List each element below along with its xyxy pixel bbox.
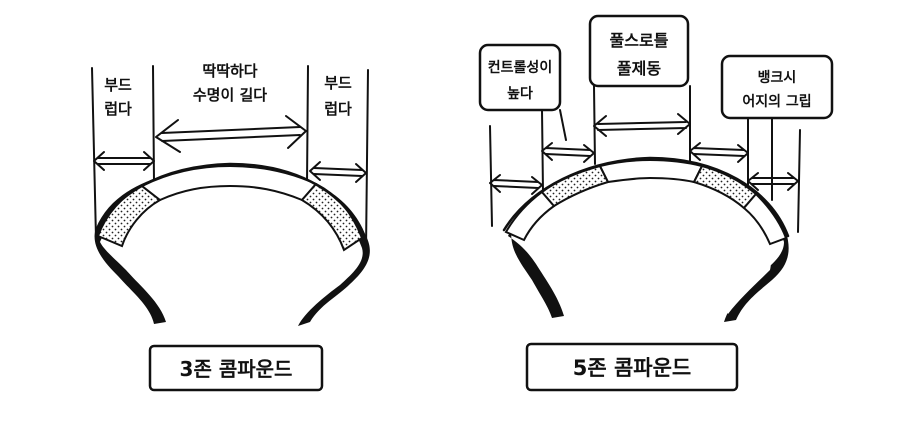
- three-zone-diagram: 부드 럽다 딱딱하다 수명이 길다 부드 럽다 3존 콤파운드: [91, 62, 370, 392]
- callout-box-control: [478, 43, 562, 112]
- five-zone-diagram: 컨트롤성이 높다 풀스로틀 풀제동 뱅크시 어지의 그립: [478, 14, 834, 392]
- label-hard-1: 딱딱하다: [202, 62, 257, 80]
- caption-box-left: [148, 344, 324, 392]
- label-soft-right-1: 부드: [324, 74, 352, 92]
- zone-guide-lines-right: [489, 85, 801, 233]
- zone-center: [598, 158, 704, 184]
- callout-full-2: 풀제동: [617, 59, 661, 78]
- label-soft-right-2: 럽다: [324, 100, 352, 118]
- callout-bank-1: 뱅크시: [758, 70, 797, 86]
- caption-five-zone: 5존 콤파운드: [573, 356, 692, 380]
- zone-guide-lines: [91, 65, 369, 251]
- zone-width-arrows-right: [489, 113, 799, 195]
- label-soft-left-1: 부드: [104, 76, 132, 94]
- label-soft-left-2: 럽다: [104, 100, 132, 118]
- zone-width-arrows: [93, 115, 367, 183]
- callout-box-bank: [720, 54, 834, 120]
- caption-three-zone: 3존 콤파운드: [180, 357, 293, 381]
- hard-zone-center: [140, 164, 318, 202]
- label-hard-2: 수명이 길다: [193, 86, 267, 104]
- callout-full-1: 풀스로틀: [610, 31, 669, 50]
- caption-box-right: [525, 342, 739, 392]
- callout-control-2: 높다: [507, 86, 533, 102]
- zone-edge-right: [742, 192, 788, 246]
- callout-box-full-throttle: [588, 14, 690, 88]
- callout-control-1: 컨트롤성이: [488, 59, 552, 76]
- callout-bank-2: 어지의 그립: [742, 93, 811, 110]
